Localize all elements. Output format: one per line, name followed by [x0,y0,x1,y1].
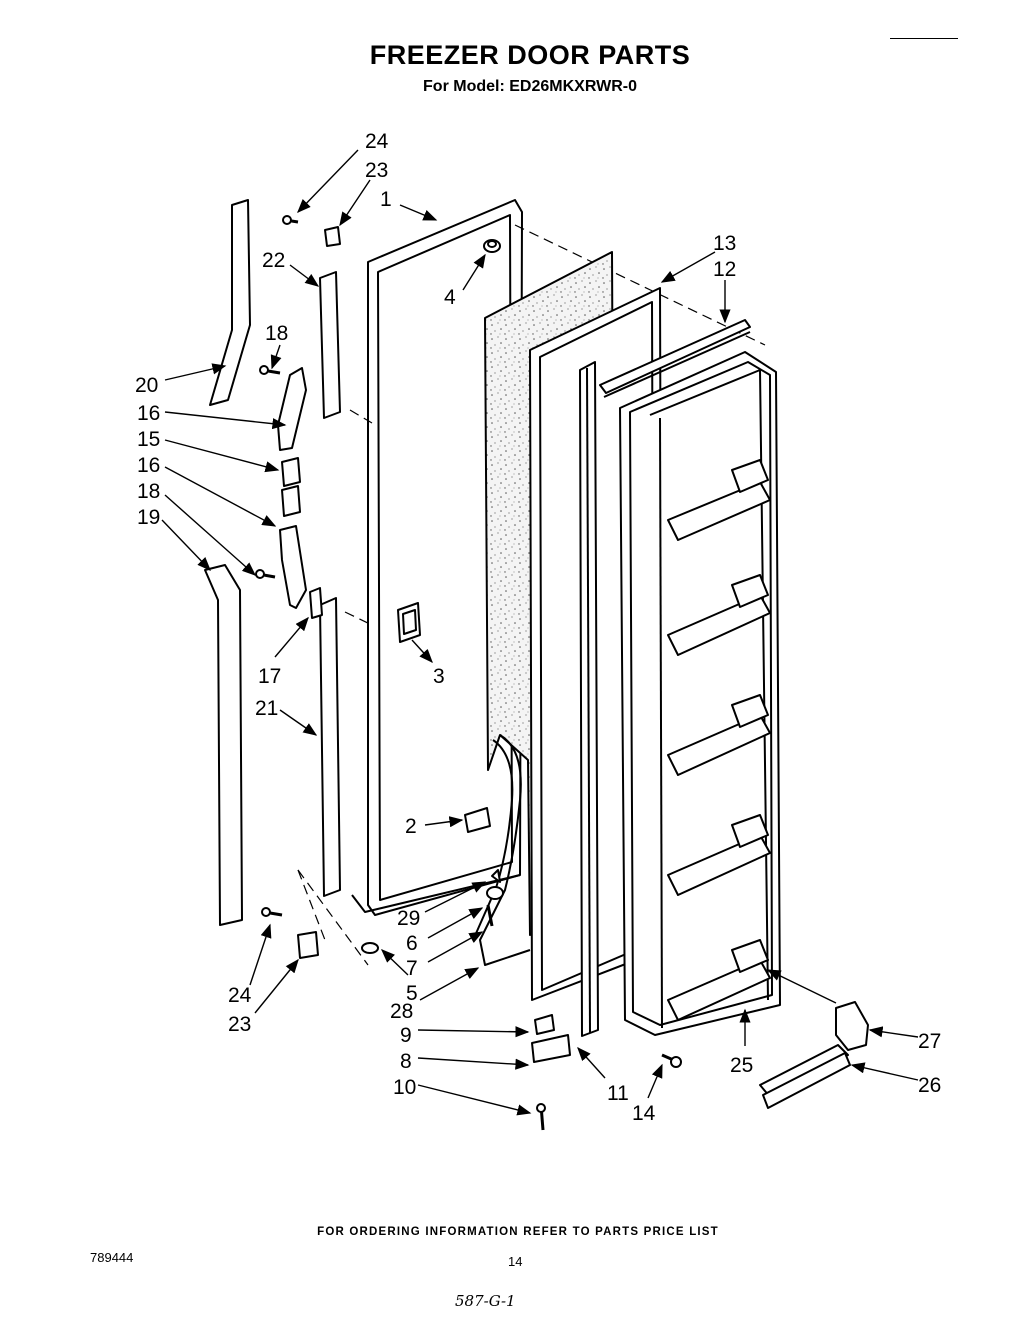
callout-20: 20 [135,374,158,397]
callout-15: 15 [137,428,160,451]
upper-trim-part-20 [209,199,251,406]
callout-12: 12 [713,258,736,281]
strip-part-22 [319,271,341,419]
screws [255,215,682,1131]
callout-9: 9 [400,1024,412,1047]
lower-trim-part-19 [204,564,243,926]
callout-17: 17 [258,665,281,688]
page-number: 14 [508,1254,523,1269]
callout-18: 18 [137,480,160,503]
callout-27: 27 [918,1030,941,1053]
bracket-part-17 [309,587,323,619]
page-title: FREEZER DOOR PARTS [369,40,691,70]
handwritten-note: 587-G-1 [455,1292,516,1310]
hinge-part-16-upper [277,367,307,451]
hinge-part-16-lower [279,525,307,609]
clip-part-2 [464,807,491,833]
corner-mark [890,38,958,39]
callout-6: 6 [406,932,418,955]
callout-8: 8 [400,1050,412,1073]
callout-25: 25 [730,1054,753,1077]
callout-10: 10 [393,1076,416,1099]
callout-7: 7 [406,957,418,980]
ordering-note: FOR ORDERING INFORMATION REFER TO PARTS … [317,1226,719,1238]
callout-13: 13 [713,232,736,255]
block-part-3 [397,602,421,643]
plug-part-4 [483,239,501,253]
strip-part-21 [319,597,341,897]
callout-19: 19 [137,506,160,529]
callout-3: 3 [433,665,445,688]
callout-29: 29 [397,907,420,930]
document-number: 789444 [90,1250,134,1265]
callout-numbers: 24 23 1 22 4 13 12 18 20 16 15 16 18 19 … [135,130,941,1125]
bushing-part-16 [281,485,301,517]
handle-part-26 [759,1044,851,1109]
callout-16: 16 [137,454,160,477]
callout-23: 23 [365,159,388,182]
callout-18: 18 [265,322,288,345]
callout-26: 26 [918,1074,941,1097]
bushing-part-15 [281,457,301,487]
callout-23: 23 [228,1013,251,1036]
callout-24: 24 [365,130,389,153]
door-shelves [667,459,771,1021]
callout-21: 21 [255,697,278,720]
model-subtitle: For Model: ED26MKXRWR-0 [423,78,637,95]
callout-28: 28 [390,1000,413,1023]
breaker-strip-part-11 [579,361,599,1037]
callout-16: 16 [137,402,160,425]
callout-11: 11 [607,1082,629,1105]
top-trim-part-12 [599,319,751,398]
leader-arrows [161,149,919,1116]
callout-24: 24 [228,984,252,1007]
door-liner-part-25 [619,351,781,1036]
callout-5: 5 [406,982,418,1005]
callout-2: 2 [405,815,417,838]
callout-22: 22 [262,249,285,272]
callout-14: 14 [632,1102,656,1125]
callout-4: 4 [444,286,456,309]
end-cap-part-27 [835,1001,869,1051]
callout-1: 1 [380,188,392,211]
